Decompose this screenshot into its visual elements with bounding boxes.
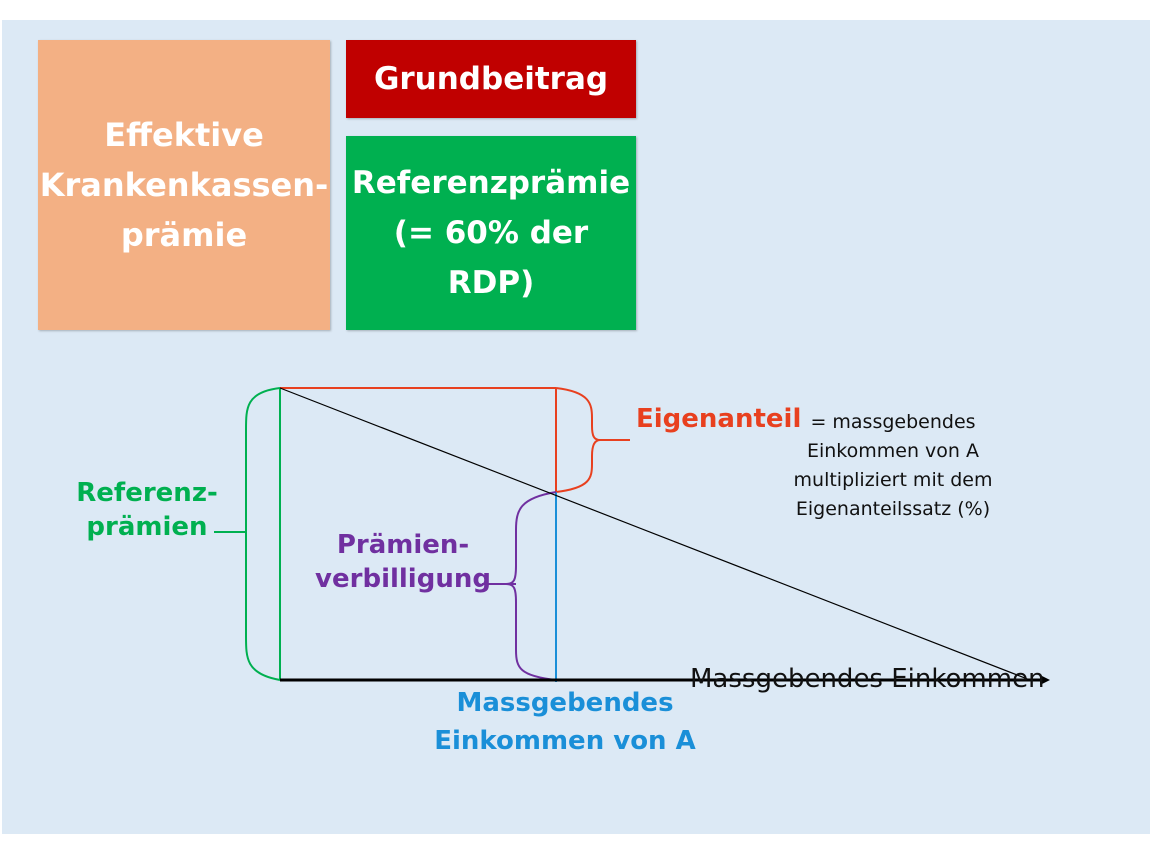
eigen-desc-line3: multipliziert mit dem: [793, 469, 993, 491]
verbilligung-line1: Prämien-: [336, 530, 470, 560]
effektive-line2: Krankenkassen-: [39, 166, 329, 204]
effektive-line1: Effektive: [104, 116, 264, 154]
einkommen-a-line2: Einkommen von A: [434, 726, 696, 756]
referenzpraemien-line1: Referenz-: [76, 478, 218, 508]
x-axis-label: Massgebendes Einkommen: [690, 664, 1045, 694]
verbilligung-brace: [505, 491, 557, 681]
eigen-desc-line1: = massgebendes: [810, 411, 976, 433]
referenzpraemie-line1: Referenzprämie: [351, 165, 631, 201]
eigenanteil-diagonal: [279, 387, 1031, 681]
verbilligung-line2: verbilligung: [315, 564, 491, 594]
eigen-desc-line2: Einkommen von A: [806, 440, 979, 462]
eigenanteil-description: = massgebendes Einkommen von A multipliz…: [778, 408, 1008, 524]
einkommen-a-line1: Massgebendes: [456, 688, 674, 718]
eigenanteil-label: Eigenanteil: [636, 404, 802, 434]
grundbeitrag-box: Grundbeitrag: [346, 40, 636, 118]
eigen-desc-line4: Eigenanteilssatz (%): [795, 498, 991, 520]
eigenanteil-brace: [555, 387, 630, 493]
praemienverbilligung-label: Prämien- verbilligung: [308, 528, 498, 596]
referenzpraemien-label: Referenz- prämien: [72, 476, 222, 544]
referenzpraemie-box: Referenzprämie (= 60% der RDP): [346, 136, 636, 330]
referenzpraemien-brace: [240, 387, 281, 681]
grundbeitrag-label: Grundbeitrag: [373, 61, 609, 97]
referenzpraemie-line2: (= 60% der RDP): [393, 215, 589, 301]
referenzpraemien-line2: prämien: [86, 512, 208, 542]
einkommen-a-label: Massgebendes Einkommen von A: [420, 684, 710, 760]
effektive-line3: prämie: [120, 216, 248, 254]
effektive-praemie-box: Effektive Krankenkassen- prämie: [38, 40, 330, 330]
